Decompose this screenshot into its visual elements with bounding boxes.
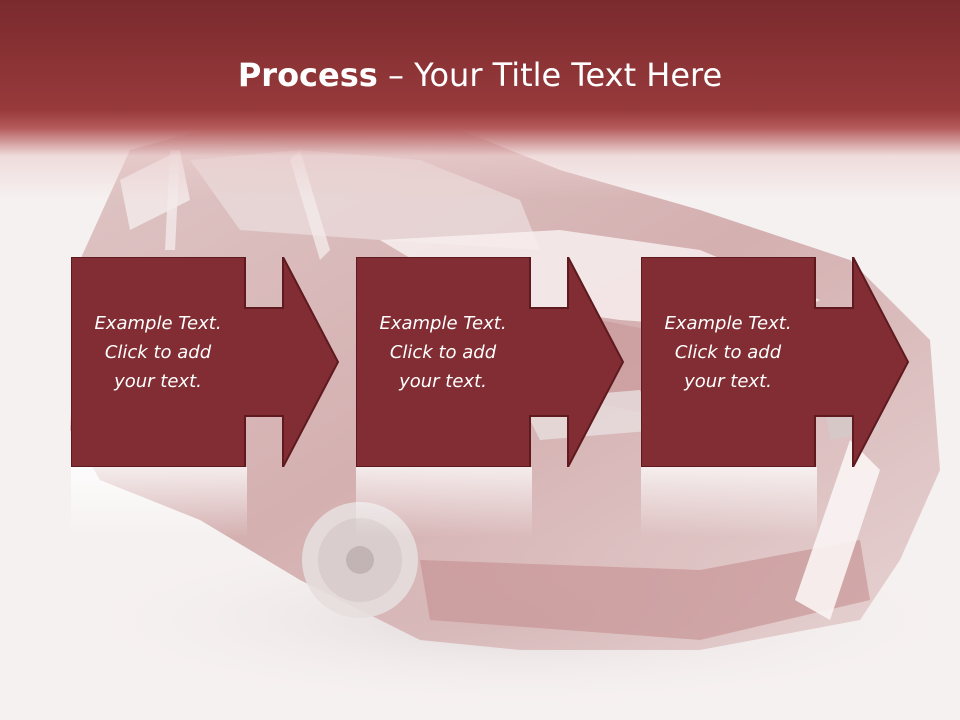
step-reflection <box>71 467 247 537</box>
slide-title[interactable]: Process – Your Title Text Here <box>0 56 960 94</box>
step-text-line: Click to add <box>674 342 782 363</box>
step-text-line: Example Text. <box>379 313 507 334</box>
title-bar <box>0 0 960 200</box>
step-text-line: your text. <box>114 371 202 392</box>
step-reflection <box>356 467 532 537</box>
step-arrow-shape <box>641 257 910 467</box>
step-text-line: Example Text. <box>94 313 222 334</box>
step-text-line: your text. <box>684 371 772 392</box>
step-text-line: Click to add <box>389 342 497 363</box>
step-text[interactable]: Example Text. Click to add your text. <box>73 309 243 396</box>
step-text-line: Example Text. <box>664 313 792 334</box>
title-bold-text: Process <box>237 56 378 94</box>
step-text[interactable]: Example Text. Click to add your text. <box>358 309 528 396</box>
step-reflection <box>641 467 817 537</box>
step-text[interactable]: Example Text. Click to add your text. <box>643 309 813 396</box>
process-step-2[interactable]: Example Text. Click to add your text. <box>356 257 626 467</box>
step-arrow-shape <box>71 257 340 467</box>
process-step-3[interactable]: Example Text. Click to add your text. <box>641 257 911 467</box>
step-text-line: your text. <box>399 371 487 392</box>
process-step-1[interactable]: Example Text. Click to add your text. <box>71 257 341 467</box>
step-text-line: Click to add <box>104 342 212 363</box>
step-arrow-shape <box>356 257 625 467</box>
title-rest-text: – Your Title Text Here <box>377 56 723 94</box>
